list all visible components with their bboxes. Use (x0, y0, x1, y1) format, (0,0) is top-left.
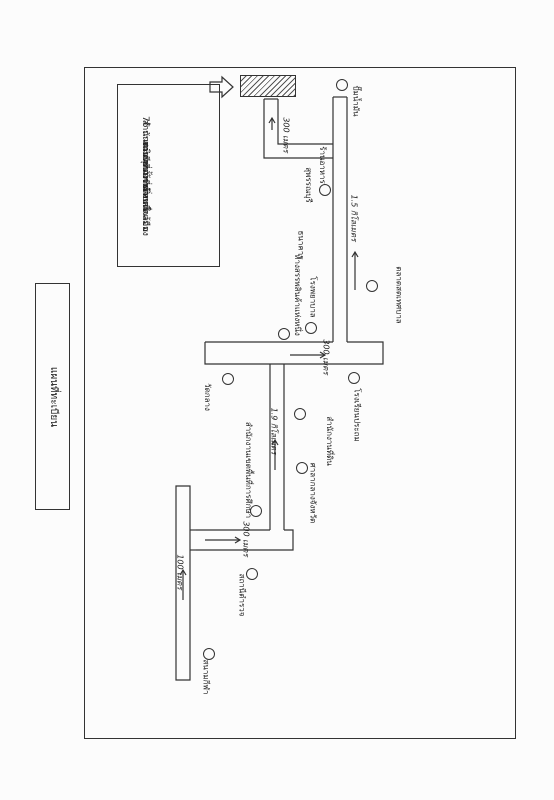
landmark-label: สำนักงานเขตพื้นที่การศึกษา (244, 421, 254, 519)
landmark-marker (348, 372, 360, 384)
landmark-label: สุพรรณบุรี (303, 167, 313, 203)
landmark-marker (246, 568, 258, 580)
distance-label: 300 เมตร (241, 521, 251, 557)
landmark-label: โรงเรียนประถม (352, 388, 362, 442)
landmark-marker (222, 373, 234, 385)
landmark-marker (366, 280, 378, 292)
landmark-marker (250, 505, 262, 517)
distance-label: 300 เมตร (281, 117, 291, 153)
landmark-label: โรงพยาบาล (308, 276, 318, 318)
landmark-marker (203, 648, 215, 660)
landmark-label: ตลาดสดเทศบาล (394, 266, 404, 324)
distance-label: 1.5 กิโลเมตร (349, 194, 359, 242)
distance-label: 300 เมตร (321, 339, 331, 375)
landmark-label: สถานีตำรวจ (237, 573, 247, 617)
title-box: แผนที่ทะเบียน (35, 283, 70, 510)
landmark-label: วัดกลาง (202, 383, 212, 411)
distance-label: 1.9 กิโลเมตร (269, 407, 279, 455)
landmark-label: ร้านอาหาร (317, 146, 327, 184)
legend-box: สถานที่ตั้งที่ทำการ สำนักงานคุณภาพสิ่งแว… (117, 84, 220, 267)
distance-label: 100 เมตร (175, 554, 185, 590)
landmark-label: สนามกีฬา (201, 659, 211, 695)
landmark-label: ศาลากลางจังหวัด (308, 462, 318, 524)
landmark-marker (305, 322, 317, 334)
landmark-label: ปั๊มน้ำมัน (351, 85, 361, 117)
landmark-marker (294, 408, 306, 420)
landmark-marker (278, 328, 290, 340)
landmark-label: ห้างสรรพสินค้าแห่งหนึ่ง (292, 254, 302, 336)
landmark-marker (319, 184, 331, 196)
legend-line-4: 76 ถนนมิตรภาพ ตำบลในเมือง (140, 116, 150, 236)
landmark-marker (296, 462, 308, 474)
landmark-marker (336, 79, 348, 91)
map-frame (84, 67, 516, 739)
map-title: แผนที่ทะเบียน (48, 366, 59, 428)
landmark-label: สำนักงานที่ดิน (324, 416, 334, 466)
destination-marker (240, 75, 296, 97)
